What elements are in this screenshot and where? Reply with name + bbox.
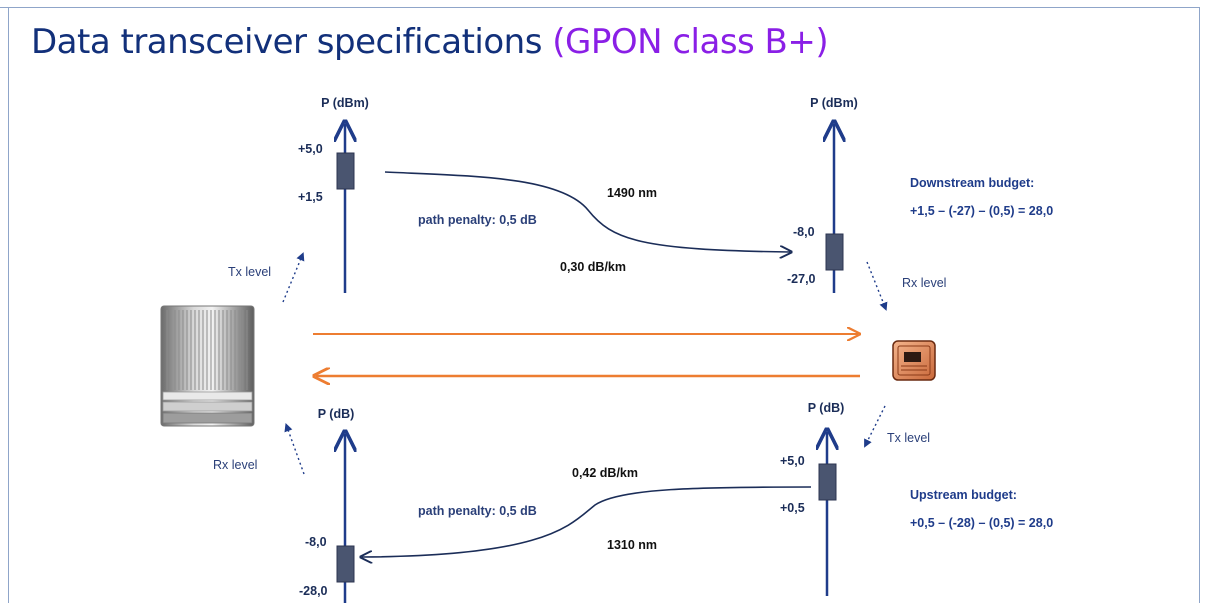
downstream-olt-tx-axis: [337, 124, 354, 293]
downstream-olt-axis-label: P (dBm): [321, 96, 369, 110]
upstream-olt-rx-axis: [337, 434, 354, 603]
downstream-path-penalty: path penalty: 0,5 dB: [418, 213, 537, 227]
downstream-olt-tx-max: +5,0: [298, 142, 323, 156]
upstream-olt-level-caption: Rx level: [213, 458, 257, 472]
downstream-onu-rx-min: -27,0: [787, 272, 816, 286]
downstream-onu-rx-level-bar: [825, 233, 844, 271]
upstream-onu-tx-min: +0,5: [780, 501, 805, 515]
upstream-olt-axis-label: P (dB): [318, 407, 355, 421]
upstream-fibre-curve: [362, 486, 812, 557]
slide-title: Data transceiver specifications (GPON cl…: [31, 20, 829, 64]
upstream-onu-tx-max: +5,0: [780, 454, 805, 468]
upstream-attenuation: 0,42 dB/km: [572, 466, 638, 480]
downstream-olt-level-pointer: [282, 252, 305, 303]
downstream-onu-level-caption: Rx level: [902, 276, 946, 290]
downstream-onu-level-pointer: [866, 261, 888, 311]
upstream-onu-axis-label: P (dB): [808, 401, 845, 415]
upstream-onu-tx-axis: [819, 432, 836, 596]
downstream-onu-rx-max: -8,0: [793, 225, 815, 239]
downstream-budget-title: Downstream budget:: [910, 176, 1034, 190]
upstream-olt-rx-min: -28,0: [299, 584, 328, 598]
downstream-onu-rx-axis: [826, 124, 843, 293]
slide-frame-right: [1199, 7, 1200, 603]
downstream-attenuation: 0,30 dB/km: [560, 260, 626, 274]
downstream-olt-tx-min: +1,5: [298, 190, 323, 204]
upstream-onu-level-caption: Tx level: [887, 431, 930, 445]
upstream-olt-rx-level-bar: [336, 545, 355, 583]
downstream-onu-axis-label: P (dBm): [810, 96, 858, 110]
title-main: Data transceiver specifications: [31, 22, 553, 62]
upstream-olt-rx-max: -8,0: [305, 535, 327, 549]
slide-frame-top: [0, 7, 1200, 8]
downstream-fibre-curve: [384, 171, 790, 252]
upstream-wavelength: 1310 nm: [607, 538, 657, 552]
downstream-olt-tx-level-bar: [336, 152, 355, 190]
olt-cabinet-icon: [160, 305, 255, 427]
upstream-budget-title: Upstream budget:: [910, 488, 1017, 502]
downstream-olt-level-caption: Tx level: [228, 265, 271, 279]
onu-device-icon: [892, 340, 936, 381]
title-highlight: (GPON class B+): [552, 22, 829, 62]
upstream-path-penalty: path penalty: 0,5 dB: [418, 504, 537, 518]
slide-frame-left: [8, 7, 9, 603]
downstream-wavelength: 1490 nm: [607, 186, 657, 200]
upstream-onu-level-pointer: [864, 405, 886, 448]
downstream-budget-formula: +1,5 – (-27) – (0,5) = 28,0: [910, 204, 1053, 218]
upstream-onu-tx-level-bar: [818, 463, 837, 501]
upstream-olt-level-pointer: [284, 423, 305, 475]
upstream-budget-formula: +0,5 – (-28) – (0,5) = 28,0: [910, 516, 1053, 530]
